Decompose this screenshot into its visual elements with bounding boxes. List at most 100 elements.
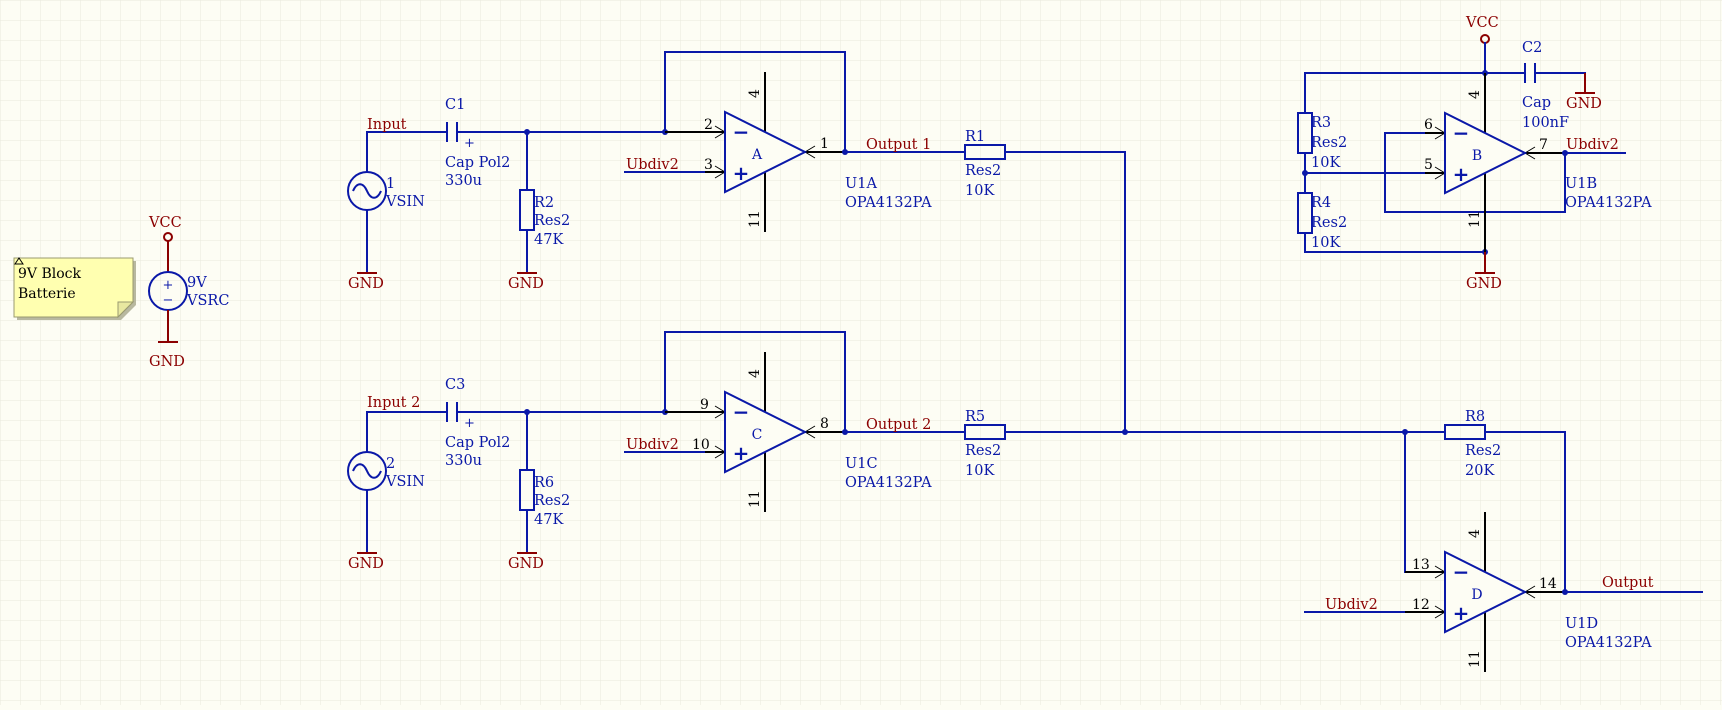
note-9v-battery[interactable]: 9V Block Batterie [13, 257, 136, 320]
svg-text:GND: GND [508, 556, 544, 572]
svg-text:+: + [464, 416, 475, 431]
u1b-part: OPA4132PA [1565, 195, 1652, 211]
opamp-c-unit: C [752, 427, 763, 443]
input-channel-2: GND 2 VSIN Input 2 + C3 Cap Pol2 330u GN… [347, 331, 1006, 572]
c3-designator: C3 [445, 377, 465, 393]
source2-model: VSIN [385, 474, 425, 490]
svg-text:4: 4 [747, 369, 763, 378]
svg-text:14: 14 [1539, 576, 1557, 592]
r3-designator: R3 [1311, 115, 1331, 131]
c2-type: Cap [1522, 95, 1551, 111]
svg-text:6: 6 [1424, 117, 1433, 133]
svg-text:4: 4 [747, 89, 763, 98]
c2-designator: C2 [1522, 40, 1542, 56]
r4-designator: R4 [1311, 195, 1331, 211]
net-output-2: Output 2 [866, 417, 931, 433]
svg-text:−: − [1453, 121, 1470, 145]
opamp-u1b[interactable]: − + B 6 5 7 4 11 [1424, 73, 1565, 252]
svg-text:3: 3 [704, 157, 713, 173]
svg-text:11: 11 [747, 210, 763, 228]
opamp-b-unit: B [1472, 148, 1482, 164]
opamp-triangle-icon [724, 110, 808, 194]
virtual-ground-buffer: VCC GND C2 Cap 100nF GND R3 Res2 10K R4 … [1297, 15, 1652, 292]
svg-text:12: 12 [1412, 597, 1430, 613]
u1d-part: OPA4132PA [1565, 635, 1652, 651]
net-ubdiv2-d: Ubdiv2 [1325, 597, 1378, 613]
r6-designator: R6 [534, 475, 554, 491]
note-line1: 9V Block [18, 266, 82, 282]
battery-source[interactable]: VCC + − 9V VSRC GND [148, 215, 229, 370]
r2-value: 47K [534, 232, 564, 248]
u1b-vcc-label: VCC [1465, 15, 1499, 31]
u1a-designator: U1A [845, 176, 877, 192]
svg-text:+: + [163, 278, 174, 293]
u1a-part: OPA4132PA [845, 195, 932, 211]
opamp-u1a[interactable]: − + A 2 3 1 4 11 [665, 72, 845, 232]
svg-text:+: + [1453, 162, 1470, 186]
svg-text:−: − [733, 400, 750, 424]
source1-model: VSIN [385, 194, 425, 210]
r5-value: 10K [965, 463, 995, 479]
svg-text:8: 8 [820, 416, 829, 432]
opamp-d-unit: D [1471, 587, 1482, 603]
net-ubdiv2-a: Ubdiv2 [626, 157, 679, 173]
opamp-u1c[interactable]: − + C 9 10 8 4 11 [665, 352, 845, 512]
svg-text:7: 7 [1539, 137, 1548, 153]
r1-value: 10K [965, 183, 995, 199]
svg-text:−: − [1453, 560, 1470, 584]
opamp-triangle-icon [1444, 550, 1528, 634]
net-input-2: Input 2 [367, 395, 420, 411]
net-output: Output [1602, 575, 1654, 591]
u1d-designator: U1D [1565, 616, 1598, 632]
r6-type: Res2 [534, 493, 570, 509]
svg-text:GND: GND [1466, 276, 1502, 292]
r1-designator: R1 [965, 129, 985, 145]
svg-text:GND: GND [348, 556, 384, 572]
u1c-designator: U1C [845, 456, 878, 472]
svg-text:+: + [1453, 601, 1470, 625]
svg-text:−: − [733, 120, 750, 144]
opamp-triangle-icon [724, 390, 808, 474]
battery-vcc-label: VCC [148, 215, 182, 231]
source1-designator: 1 [386, 176, 395, 192]
svg-text:10: 10 [692, 437, 710, 453]
svg-text:GND: GND [1566, 96, 1602, 112]
r1-type: Res2 [965, 163, 1001, 179]
svg-text:+: + [733, 161, 750, 185]
c3-type: Cap Pol2 [445, 435, 510, 451]
c1-type: Cap Pol2 [445, 155, 510, 171]
svg-text:1: 1 [820, 136, 829, 152]
net-ubdiv2-b: Ubdiv2 [1566, 137, 1619, 153]
battery-gnd-label: GND [149, 354, 185, 370]
svg-text:+: + [733, 441, 750, 465]
r5-designator: R5 [965, 409, 985, 425]
opamp-u1d[interactable]: − + D 13 12 14 4 11 [1405, 512, 1565, 672]
summing-amplifier: R8 Res2 20K Ubdiv2 − + D 13 12 14 4 11 O… [1004, 151, 1703, 672]
r8-type: Res2 [1465, 443, 1501, 459]
r2-type: Res2 [534, 213, 570, 229]
opamp-a-unit: A [751, 147, 763, 163]
svg-text:GND: GND [348, 276, 384, 292]
battery-value: 9V [187, 275, 207, 291]
r3-value: 10K [1311, 155, 1341, 171]
svg-text:GND: GND [508, 276, 544, 292]
svg-text:9: 9 [700, 397, 709, 413]
c1-value: 330u [445, 173, 482, 189]
r5-type: Res2 [965, 443, 1001, 459]
source2-designator: 2 [386, 456, 395, 472]
c1-designator: C1 [445, 97, 465, 113]
svg-text:13: 13 [1412, 557, 1430, 573]
input-channel-1: GND 1 VSIN Input + C1 Cap Pol2 330u GND … [347, 51, 1126, 292]
net-ubdiv2-c: Ubdiv2 [626, 437, 679, 453]
svg-text:4: 4 [1467, 90, 1483, 99]
svg-text:2: 2 [704, 117, 713, 133]
r2-designator: R2 [534, 195, 554, 211]
svg-text:11: 11 [747, 490, 763, 508]
c2-value: 100nF [1522, 115, 1569, 131]
svg-text:+: + [464, 136, 475, 151]
r4-value: 10K [1311, 235, 1341, 251]
net-input-1: Input [367, 117, 407, 133]
svg-text:4: 4 [1467, 529, 1483, 538]
